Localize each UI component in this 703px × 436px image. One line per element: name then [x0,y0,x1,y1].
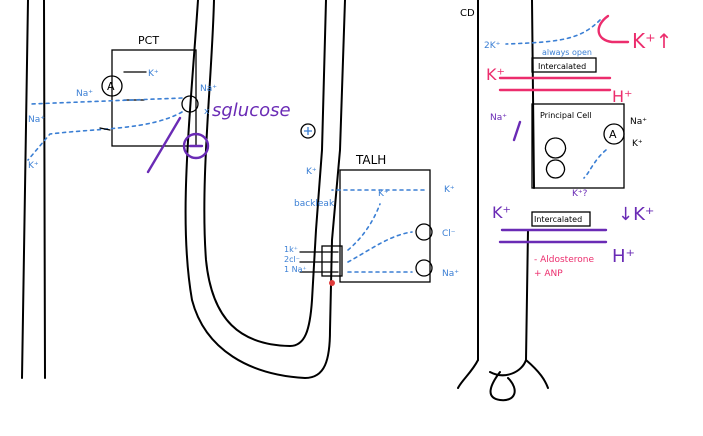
cotrans-1k: 1k⁺ [284,245,298,254]
k-talh-right: K⁺ [444,185,455,195]
collecting-duct [457,0,549,402]
na-cd-left: Na⁺ [490,113,507,123]
cd-2k: 2K⁺ [484,41,501,51]
h-pink: H⁺ [612,87,632,106]
k-purple-down: ↓K⁺ [618,204,654,225]
anp-label: + ANP [534,269,563,279]
k-pct-left: K⁺ [28,161,39,171]
h-purple: H⁺ [612,246,635,267]
always-open: always open [542,48,592,57]
cotrans-1na: 1 Na⁺ [284,265,307,274]
k-question: K⁺? [572,189,588,199]
k-talh-mid: K⁺ [378,189,389,199]
sglucose-annotation: sglucose [146,100,316,174]
backleak-label: backleak [294,199,335,209]
loop-of-henle [184,0,346,379]
cd-annotations: CD Intercalated always open 2K⁺ K⁺↑ K⁺ H… [460,8,672,279]
na-pct-left: Na⁺ [76,89,93,99]
cl-minus-talh: Cl⁻ [442,229,456,239]
intercalated-bottom: Intercalated [534,215,582,224]
cd-label: CD [460,8,475,19]
na-pct-right: Na⁺ [200,84,217,94]
pct-label: PCT [138,34,159,47]
talh-cell: TALH K⁺ backleak K⁺ K⁺ Cl⁻ Na⁺ 1k⁺ 2cl⁻ … [284,153,459,286]
intercalated-top: Intercalated [538,62,586,71]
cotrans-2cl: 2cl⁻ [284,255,300,264]
na-talh: Na⁺ [442,269,459,279]
k-cd-right: K⁺ [632,139,643,149]
pump-a-cd: A [609,128,617,141]
pump-a-pct: A [107,80,115,93]
k-pink-left: K⁺ [486,65,505,84]
k-pct: K⁺ [148,69,159,79]
k-pink-top: K⁺↑ [632,29,672,53]
pct-tubule-walls [21,0,46,379]
aldosterone-label: - Aldosterone [534,255,594,265]
principal-cell: Principal Cell [540,111,592,120]
talh-label: TALH [355,153,386,167]
k-talh-top-left: K⁺ [306,167,317,177]
na-cd-right: Na⁺ [630,117,647,127]
x-pct: x [204,107,210,117]
k-purple-left: K⁺ [492,203,511,222]
pct-cell: PCT A K⁺ Na⁺ x Na⁺ Na⁺ K⁺ [27,34,217,171]
sglucose-label: sglucose [212,100,291,121]
na-pct-far-left: Na⁺ [28,115,45,125]
